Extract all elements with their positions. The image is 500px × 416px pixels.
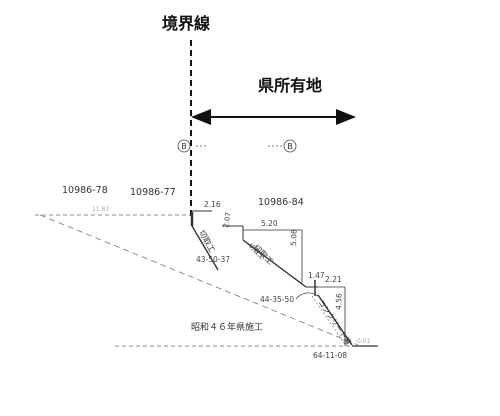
- dimension-lower-width: 2.21: [325, 275, 342, 284]
- parcel-label-left: 10986-78: [62, 185, 108, 196]
- dimension-lower-height: 4.56: [334, 293, 344, 310]
- marker-b-right-text: B: [287, 142, 293, 151]
- prefectural-land-label: 県所有地: [258, 76, 322, 95]
- middle-cut-slope: [242, 239, 307, 288]
- bottom-level-value: 0.01: [357, 338, 371, 345]
- upper-slope-label: 切取工: [197, 229, 216, 254]
- drawing-code: 64-11-08: [313, 351, 347, 360]
- dimension-top-width: 2.16: [204, 200, 221, 209]
- section-marker-b-right: B: [283, 139, 297, 153]
- dimension-step-width: 1.47: [308, 271, 325, 280]
- upper-slope-angle: 43-50-37: [196, 255, 230, 264]
- dimension-mid-width: 5.20: [261, 219, 278, 228]
- section-marker-b-left: B: [177, 139, 191, 153]
- lower-slope-angle: 44-35-50: [260, 295, 294, 304]
- upper-cut-slope: [191, 225, 219, 271]
- dimension-mid-height: 5.08: [289, 229, 299, 246]
- construction-note: 昭和４６年県施工: [191, 321, 263, 333]
- lower-concrete-slope: [317, 294, 353, 346]
- dimension-top-height: 2.07: [222, 212, 233, 229]
- marker-b-left-text: B: [181, 142, 187, 151]
- parcel-label-middle: 10986-77: [130, 187, 176, 198]
- original-slope-line: [39, 214, 359, 346]
- lower-angle-arc: [295, 292, 319, 300]
- top-level-value: 11.83: [92, 206, 109, 213]
- parcel-label-right: 10986-84: [258, 197, 304, 208]
- boundary-line-label: 境界線: [162, 14, 210, 33]
